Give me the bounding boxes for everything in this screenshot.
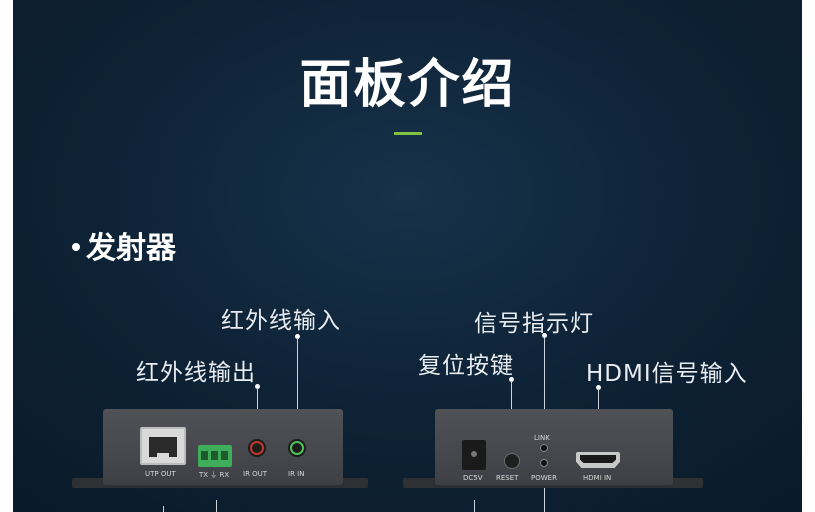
section-title: 发射器 (72, 223, 176, 267)
dc5v-jack (462, 440, 486, 470)
reset-button (504, 453, 520, 469)
link-label: LINK (534, 434, 550, 442)
power-label: POWER (531, 474, 557, 482)
leader-dot-ir-in (295, 334, 300, 339)
leader-dot-ir-out (255, 384, 260, 389)
ir-in-jack (288, 439, 306, 457)
dc5v-label: DC5V (463, 474, 483, 482)
leader-line-ir-in (297, 338, 298, 438)
link-led (540, 444, 548, 452)
tx-rx-label: TX ⏚ RX (199, 471, 230, 479)
utp-out-label: UTP OUT (145, 470, 176, 478)
leader-line-terminal (216, 500, 217, 512)
leader-dot-signal-led (542, 333, 547, 338)
hdmi-in-label: HDMI IN (583, 474, 612, 482)
page-title: 面板介绍 (299, 55, 516, 115)
reset-label: RESET (496, 474, 519, 482)
section-title-text: 发射器 (86, 231, 176, 266)
callout-ir-out: 红外线输出 (136, 360, 256, 386)
ir-terminal-block (198, 445, 232, 467)
callout-reset: 复位按键 (418, 353, 514, 379)
callout-hdmi-in: HDMI信号输入 (586, 361, 748, 387)
ir-out-jack (248, 439, 266, 457)
bullet-icon (72, 242, 80, 251)
hdmi-in-port (576, 452, 620, 468)
utp-out-port (140, 427, 186, 465)
leader-dot-hdmi-in (596, 385, 601, 390)
callout-signal-led: 信号指示灯 (474, 311, 594, 337)
power-led (540, 459, 548, 467)
leader-dot-reset (509, 377, 514, 382)
ir-in-label: IR IN (288, 470, 305, 478)
leader-line-utp (163, 506, 164, 512)
callout-ir-in: 红外线输入 (221, 308, 341, 334)
leader-line-dc5v (474, 500, 475, 512)
title-underline (394, 132, 422, 135)
ir-out-label: IR OUT (243, 470, 268, 478)
